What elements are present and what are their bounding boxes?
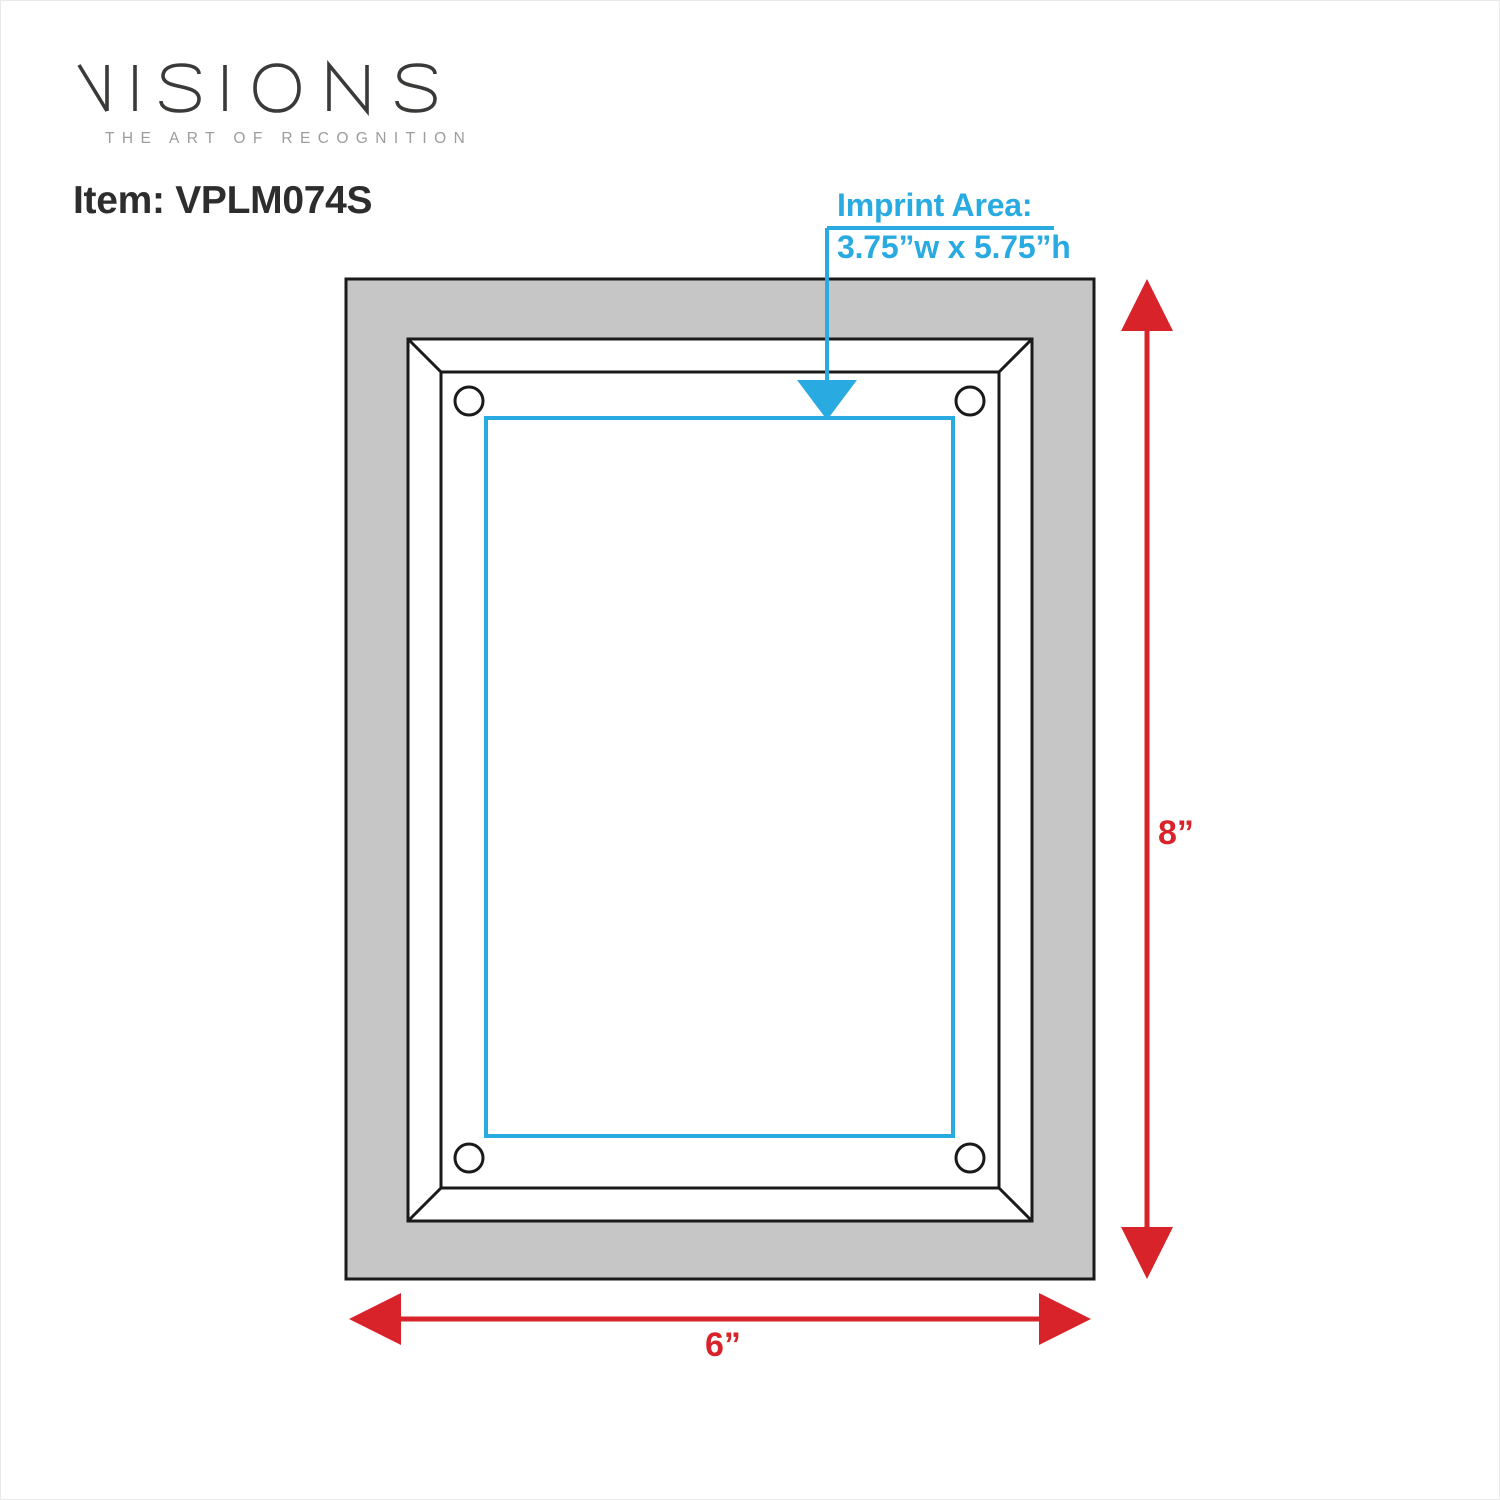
rivet-top-right (954, 385, 986, 417)
page-title: Item: VPLM074S (73, 179, 373, 222)
imprint-leader (797, 226, 1054, 420)
dimension-width (349, 1293, 1091, 1345)
frame-inner-edge (439, 370, 1001, 1190)
dimension-height-label: 8” (1158, 814, 1194, 852)
visions-wordmark-icon (77, 59, 437, 117)
dimension-height (1121, 279, 1173, 1279)
dimension-width-label: 6” (705, 1326, 741, 1364)
frame-rivets (453, 385, 986, 1174)
imprint-leader-arrowhead (797, 380, 857, 420)
brand-tagline: THE ART OF RECOGNITION (105, 130, 473, 147)
rivet-top-left (453, 385, 485, 417)
dimension-height-arrow-top (1121, 279, 1173, 331)
dimension-width-arrow-left (349, 1293, 401, 1345)
imprint-area-title: Imprint Area: (837, 187, 1033, 223)
rivet-bottom-right (954, 1142, 986, 1174)
rivet-bottom-left (453, 1142, 485, 1174)
dimension-height-arrow-bottom (1121, 1227, 1173, 1279)
imprint-area-dimensions: 3.75”w x 5.75”h (837, 229, 1071, 265)
dimension-width-arrow-right (1039, 1293, 1091, 1345)
imprint-area-rect (484, 416, 955, 1138)
frame-bevel-miters (406, 337, 1034, 1223)
brand-logo: THE ART OF RECOGNITION (73, 59, 713, 148)
